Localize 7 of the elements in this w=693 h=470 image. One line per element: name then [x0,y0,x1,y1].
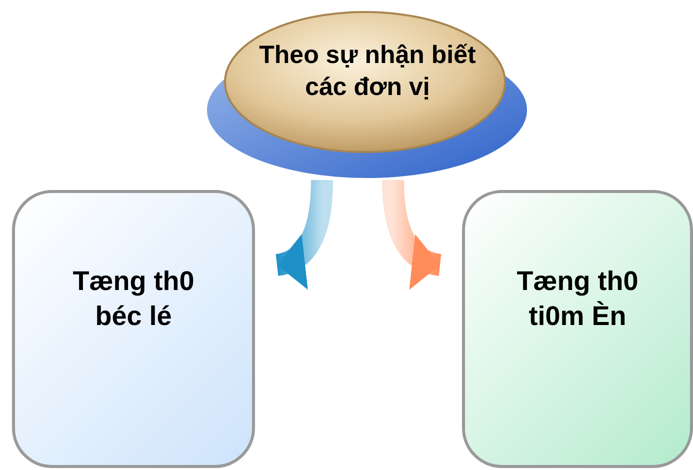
node-label: Tæng th0 béc lé [72,264,196,333]
curved-arrow [382,180,442,288]
node-label: Tæng th0 ti0m Èn [516,264,640,333]
rounded-box [462,190,693,468]
node-label: Theo sự nhận biết các đơn vị [258,40,477,103]
curved-arrow [274,180,333,288]
rounded-box [12,190,255,468]
